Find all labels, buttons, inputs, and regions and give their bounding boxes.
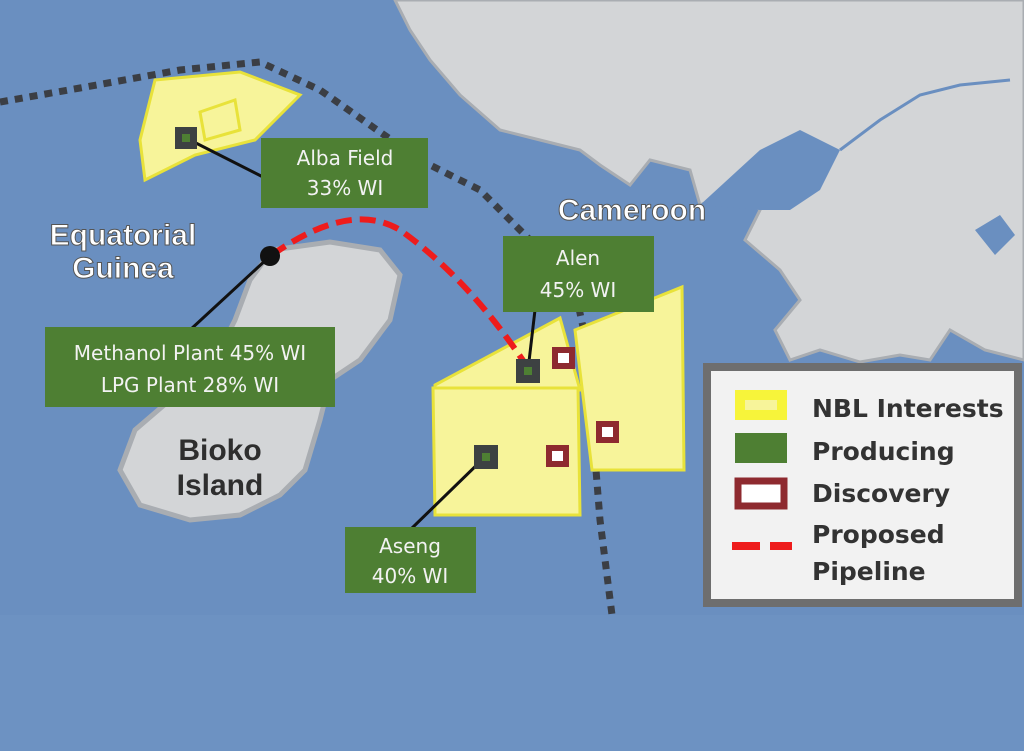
ocean-lower — [0, 615, 1024, 751]
legend-label-pipeline-2: Pipeline — [812, 557, 926, 586]
legend-swatch-discovery — [734, 477, 788, 510]
discovery-markers — [546, 347, 619, 467]
alba-block — [138, 70, 303, 183]
alba-inner — [198, 98, 242, 142]
proposed-pipeline — [270, 216, 531, 370]
maritime-boundary — [0, 58, 616, 616]
callout-lpg: LPG Plant 28% WI — [101, 373, 279, 397]
label-bioko: Bioko — [178, 434, 261, 467]
nbl-interest-blocks — [138, 70, 686, 517]
place-labels: Equatorial Guinea Cameroon — [49, 194, 707, 286]
leader-lines — [185, 136, 537, 532]
callout-alen-name: Alen — [556, 246, 600, 270]
label-guinea: Guinea — [72, 252, 174, 285]
callout-alen: Alen 45% WI — [503, 236, 654, 312]
mainland-cameroon — [393, 0, 1024, 364]
callout-alba-wi: 33% WI — [307, 176, 383, 200]
callout-alba: Alba Field 33% WI — [261, 138, 428, 208]
bioko-labels: Bioko Island — [177, 434, 264, 502]
callout-aseng-name: Aseng — [379, 534, 441, 558]
river — [839, 78, 1011, 152]
callout-alen-wi: 45% WI — [540, 278, 616, 302]
legend: NBL Interests Producing Discovery Propos… — [703, 363, 1022, 607]
lake — [975, 215, 1015, 255]
estuary — [700, 130, 840, 210]
aseng-block — [431, 386, 582, 517]
callout-methanol-lpg: Methanol Plant 45% WI LPG Plant 28% WI — [45, 327, 335, 407]
legend-label-pipeline-1: Proposed — [812, 520, 945, 549]
label-equatorial: Equatorial — [50, 219, 197, 252]
callout-methanol: Methanol Plant 45% WI — [74, 341, 306, 365]
label-island: Island — [177, 469, 264, 502]
legend-label-nbl: NBL Interests — [812, 394, 1004, 423]
legend-label-discovery: Discovery — [812, 479, 950, 508]
callout-alba-name: Alba Field — [297, 146, 394, 170]
label-cameroon: Cameroon — [558, 194, 706, 227]
callout-aseng: Aseng 40% WI — [345, 527, 476, 593]
callout-aseng-wi: 40% WI — [372, 564, 448, 588]
legend-label-producing: Producing — [812, 437, 955, 466]
legend-swatch-producing — [735, 433, 787, 463]
producing-markers — [175, 127, 540, 469]
